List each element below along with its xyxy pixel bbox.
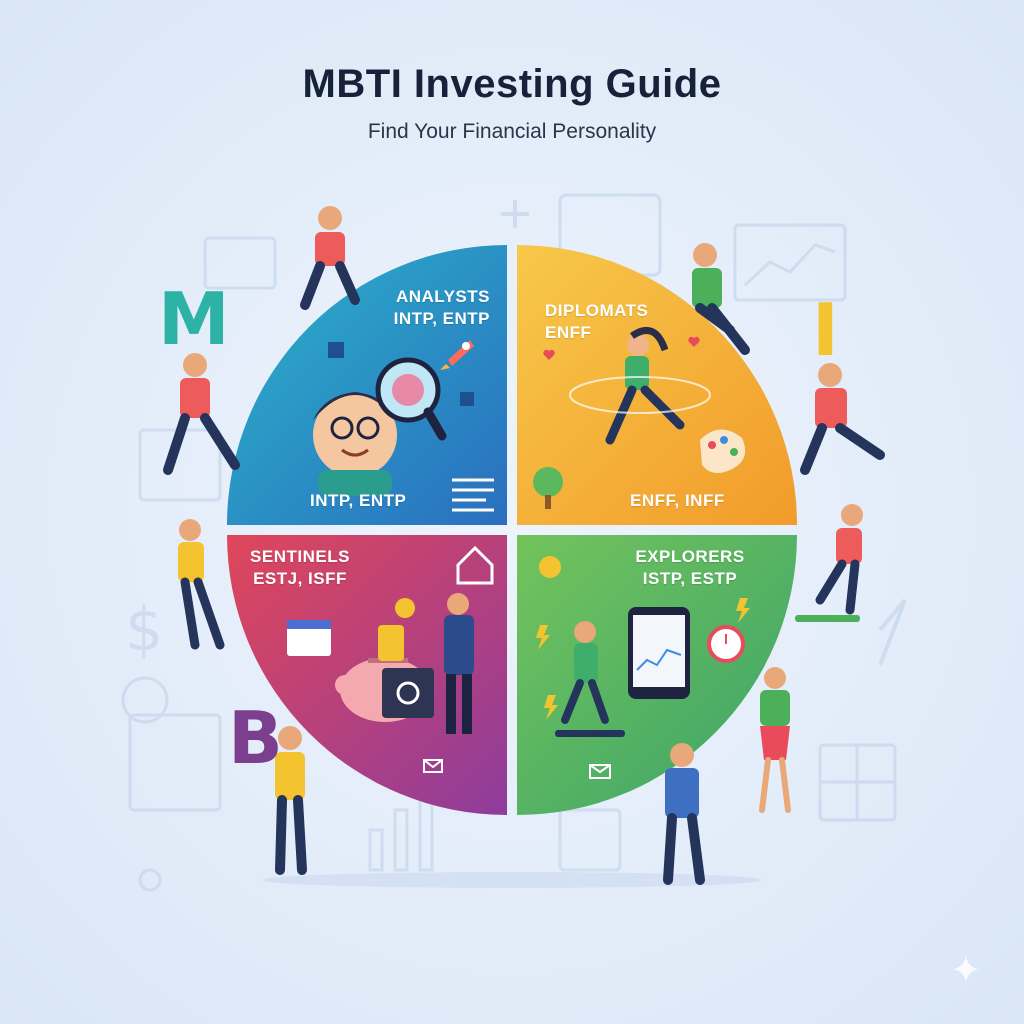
sentinels-types: ESTJ, ISFF — [253, 569, 347, 588]
bg-window-icon — [203, 236, 277, 290]
person-bottom-center — [663, 743, 705, 885]
letter-b: B — [228, 696, 283, 780]
safe-icon — [382, 668, 434, 718]
lightning-icon — [536, 598, 750, 720]
sentinels-title: SENTINELS — [250, 547, 350, 566]
diplomats-bottom-types: ENFF, INFF — [630, 491, 725, 510]
analysts-bottom-types: INTP, ENTP — [310, 491, 407, 510]
person-right-skater — [795, 504, 863, 622]
sentinels-label: SENTINELS ESTJ, ISFF — [230, 546, 370, 590]
sparkle-icon: ✦ — [950, 950, 982, 992]
house-icon — [456, 545, 494, 585]
document-lines-icon — [452, 478, 494, 512]
bg-table-icon — [128, 713, 222, 812]
dollar-bulb-icon — [539, 556, 561, 578]
person-holding-m — [163, 353, 240, 475]
tree-icon — [533, 467, 563, 509]
skateboarder-figure — [555, 621, 625, 737]
person-bottom-right — [759, 667, 791, 813]
bg-chart-window-icon — [733, 223, 847, 302]
letter-m: M — [158, 277, 230, 361]
analysts-label: ANALYSTS INTP, ENTP — [340, 286, 490, 330]
diplomats-title: DIPLOMATS — [545, 301, 649, 320]
page-subtitle: Find Your Financial Personality — [367, 120, 657, 143]
stopwatch-icon — [707, 625, 745, 663]
mail-icon — [423, 759, 443, 773]
heart-icon — [543, 336, 700, 360]
explorers-types: ISTP, ESTP — [642, 569, 738, 588]
diplomat-dancer — [569, 326, 711, 445]
person-holding-b — [275, 726, 307, 875]
diplomats-types: ENFF — [545, 323, 592, 342]
diplomats-label: DIPLOMATS ENFF — [545, 300, 695, 344]
phone-chart-icon — [628, 607, 690, 699]
bg-doc-icon — [558, 808, 622, 872]
businessman-figure — [444, 593, 474, 734]
letter-i: I — [812, 288, 839, 372]
explorers-title: EXPLORERS — [635, 547, 745, 566]
bg-trend-line — [743, 243, 836, 287]
rocket-icon — [440, 340, 474, 370]
magnifier-brain-icon — [313, 357, 447, 496]
person-holding-i — [800, 363, 885, 475]
analysts-quadrant[interactable] — [227, 245, 507, 525]
coins-icon — [378, 598, 415, 661]
mail-icon-explorers — [589, 764, 611, 779]
explorers-label: EXPLORERS ISTP, ESTP — [620, 546, 760, 590]
person-top-right — [692, 243, 750, 355]
palette-icon — [700, 429, 746, 474]
bg-circle-icon — [121, 676, 169, 724]
bg-dollar-icon: $ — [125, 595, 163, 665]
person-left-middle — [178, 519, 225, 650]
chip-icon — [328, 342, 474, 406]
person-top-left — [300, 206, 360, 310]
calendar-icon — [287, 620, 331, 656]
analysts-title: ANALYSTS — [395, 287, 490, 306]
analysts-types: INTP, ENTP — [393, 309, 490, 328]
page-title: MBTI Investing Guide — [302, 62, 722, 106]
